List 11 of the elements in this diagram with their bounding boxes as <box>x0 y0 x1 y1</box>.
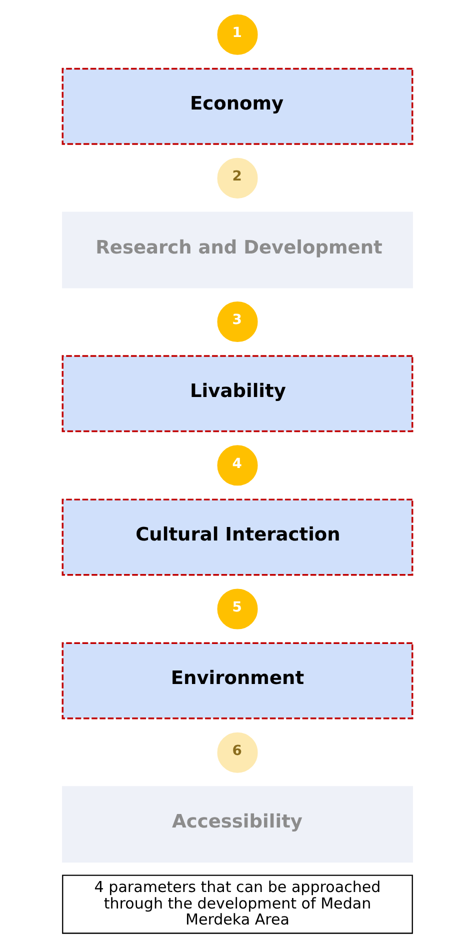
node-box: 4 parameters that can be approached through the development of Medan Merdeka Area <box>62 874 413 934</box>
node-circle: 6 <box>216 731 259 774</box>
node-circle: 4 <box>216 444 259 487</box>
node-circle: 1 <box>216 13 259 56</box>
node-box: Cultural Interaction <box>62 498 414 576</box>
node-box: Livability <box>62 355 414 432</box>
node-box: Economy <box>62 68 414 145</box>
node-circle: 3 <box>216 300 259 344</box>
node-circle: 5 <box>216 588 259 630</box>
node-circle: 2 <box>216 156 259 200</box>
node-box: Environment <box>62 642 414 720</box>
